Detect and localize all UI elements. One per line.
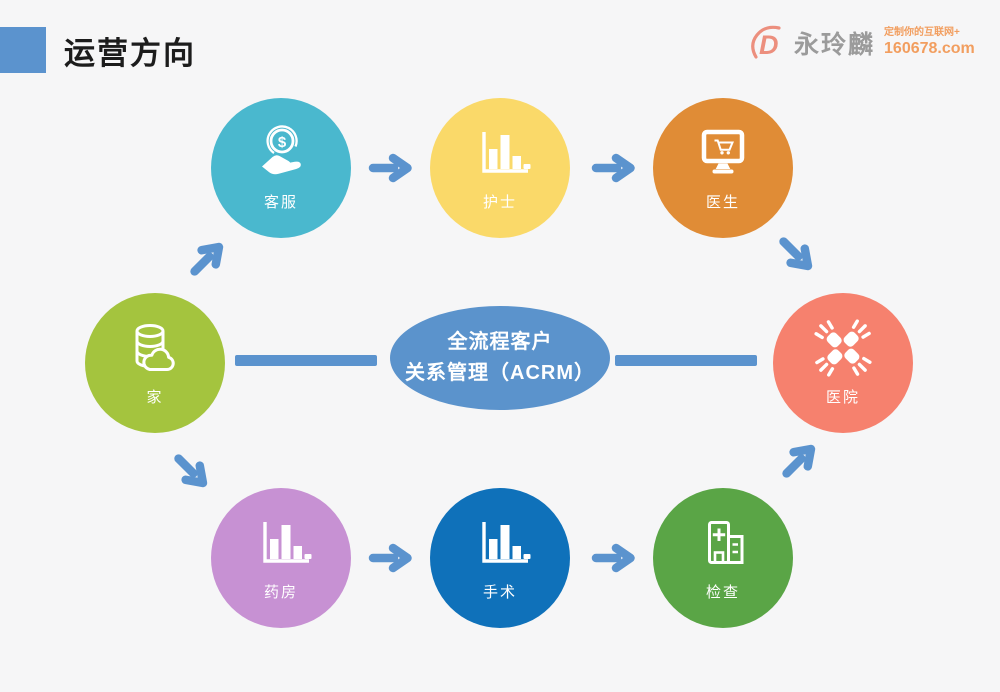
- node-nurse: 护士: [430, 98, 570, 238]
- node-doctor: 医生: [653, 98, 793, 238]
- node-label: 家: [146, 389, 164, 406]
- node-examination: 检查: [653, 488, 793, 628]
- hands-cooperation-icon: [811, 315, 875, 381]
- arrow-right-icon: [368, 542, 416, 574]
- svg-text:$: $: [278, 134, 287, 151]
- arrow-right-icon: [591, 152, 639, 184]
- node-label: 客服: [263, 194, 298, 211]
- acrm-title-line1: 全流程客户: [447, 331, 553, 353]
- brand-tagline: 定制你的互联网+: [884, 26, 960, 38]
- node-label: 医院: [825, 389, 860, 406]
- connector-line-right: [615, 355, 757, 366]
- node-customer-service: $ 客服: [211, 98, 351, 238]
- hospital-building-icon: [691, 510, 755, 576]
- node-pharmacy: 药房: [211, 488, 351, 628]
- node-home: 家: [85, 293, 225, 433]
- arrow-right-icon: [368, 152, 416, 184]
- arrow-up-right-icon: [772, 432, 829, 489]
- acrm-title-line2: 关系管理（ACRM）: [405, 362, 595, 384]
- node-hospital: 医院: [773, 293, 913, 433]
- node-label: 医生: [705, 194, 740, 211]
- brand-logo: D 永玲麟 定制你的互联网+ 160678.com: [748, 22, 975, 64]
- title-accent-square: [0, 27, 46, 73]
- svg-text:D: D: [759, 30, 779, 60]
- page-title: 运营方向: [64, 36, 196, 71]
- arrow-down-right-icon: [769, 227, 826, 284]
- brand-logo-icon: D: [748, 22, 792, 64]
- bar-chart-icon: [468, 120, 532, 186]
- center-acrm-ellipse: 全流程客户 关系管理（ACRM）: [390, 306, 610, 410]
- bar-chart-icon: [468, 510, 532, 576]
- connector-line-left: [235, 355, 377, 366]
- bar-chart-icon: [249, 510, 313, 576]
- brand-domain: 160678.com: [884, 40, 975, 58]
- monitor-cart-icon: [691, 120, 755, 186]
- database-cloud-icon: [123, 315, 187, 381]
- node-label: 护士: [482, 194, 517, 211]
- node-label: 手术: [482, 584, 517, 601]
- hand-coin-icon: $: [249, 120, 313, 186]
- arrow-right-icon: [591, 542, 639, 574]
- arrow-up-right-icon: [180, 230, 237, 287]
- node-label: 检查: [705, 584, 740, 601]
- arrow-down-right-icon: [164, 444, 221, 501]
- brand-name: 永玲麟: [794, 31, 876, 59]
- node-surgery: 手术: [430, 488, 570, 628]
- node-label: 药房: [263, 584, 298, 601]
